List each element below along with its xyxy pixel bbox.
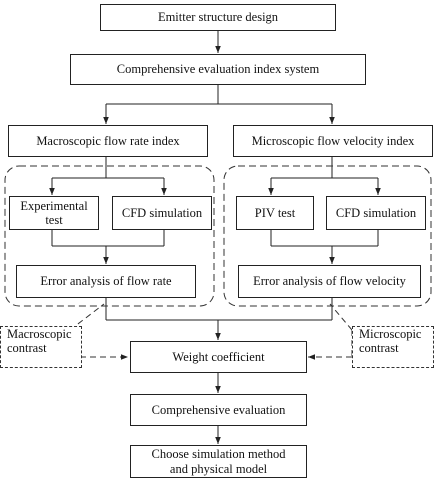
emitter-structure-design-box: Emitter structure design: [100, 4, 336, 31]
microscopic-contrast-line-2: contrast: [359, 341, 399, 356]
microscopic-contrast-line-1: Microscopic: [359, 327, 422, 341]
choose-simulation-method-box: Choose simulation method and physical mo…: [130, 445, 307, 478]
comprehensive-evaluation-box: Comprehensive evaluation: [130, 394, 307, 426]
microscopic-flow-velocity-index-box: Microscopic flow velocity index: [233, 125, 433, 157]
error-analysis-flow-velocity-box: Error analysis of flow velocity: [238, 265, 421, 298]
evaluation-index-system-box: Comprehensive evaluation index system: [70, 54, 366, 85]
experimental-test-box: Experimental test: [9, 196, 99, 230]
macroscopic-contrast-line-1: Macroscopic: [7, 327, 72, 341]
macroscopic-flow-rate-index-box: Macroscopic flow rate index: [8, 125, 208, 157]
cfd-simulation-right-box: CFD simulation: [326, 196, 426, 230]
macro-group-outline: [4, 165, 215, 307]
macroscopic-contrast-line-2: contrast: [7, 341, 47, 356]
choose-line-2: and physical model: [169, 461, 268, 476]
cfd-simulation-left-box: CFD simulation: [112, 196, 212, 230]
piv-test-box: PIV test: [236, 196, 314, 230]
choose-line-1: Choose simulation method: [151, 447, 286, 462]
macroscopic-contrast-note: Macroscopic contrast: [0, 326, 82, 368]
error-analysis-flow-rate-box: Error analysis of flow rate: [16, 265, 196, 298]
experimental-test-line-1: Experimental: [20, 198, 88, 213]
micro-group-outline: [223, 165, 432, 307]
experimental-test-line-2: test: [45, 213, 63, 227]
weight-coefficient-box: Weight coefficient: [130, 341, 307, 373]
microscopic-contrast-note: Microscopic contrast: [352, 326, 434, 368]
